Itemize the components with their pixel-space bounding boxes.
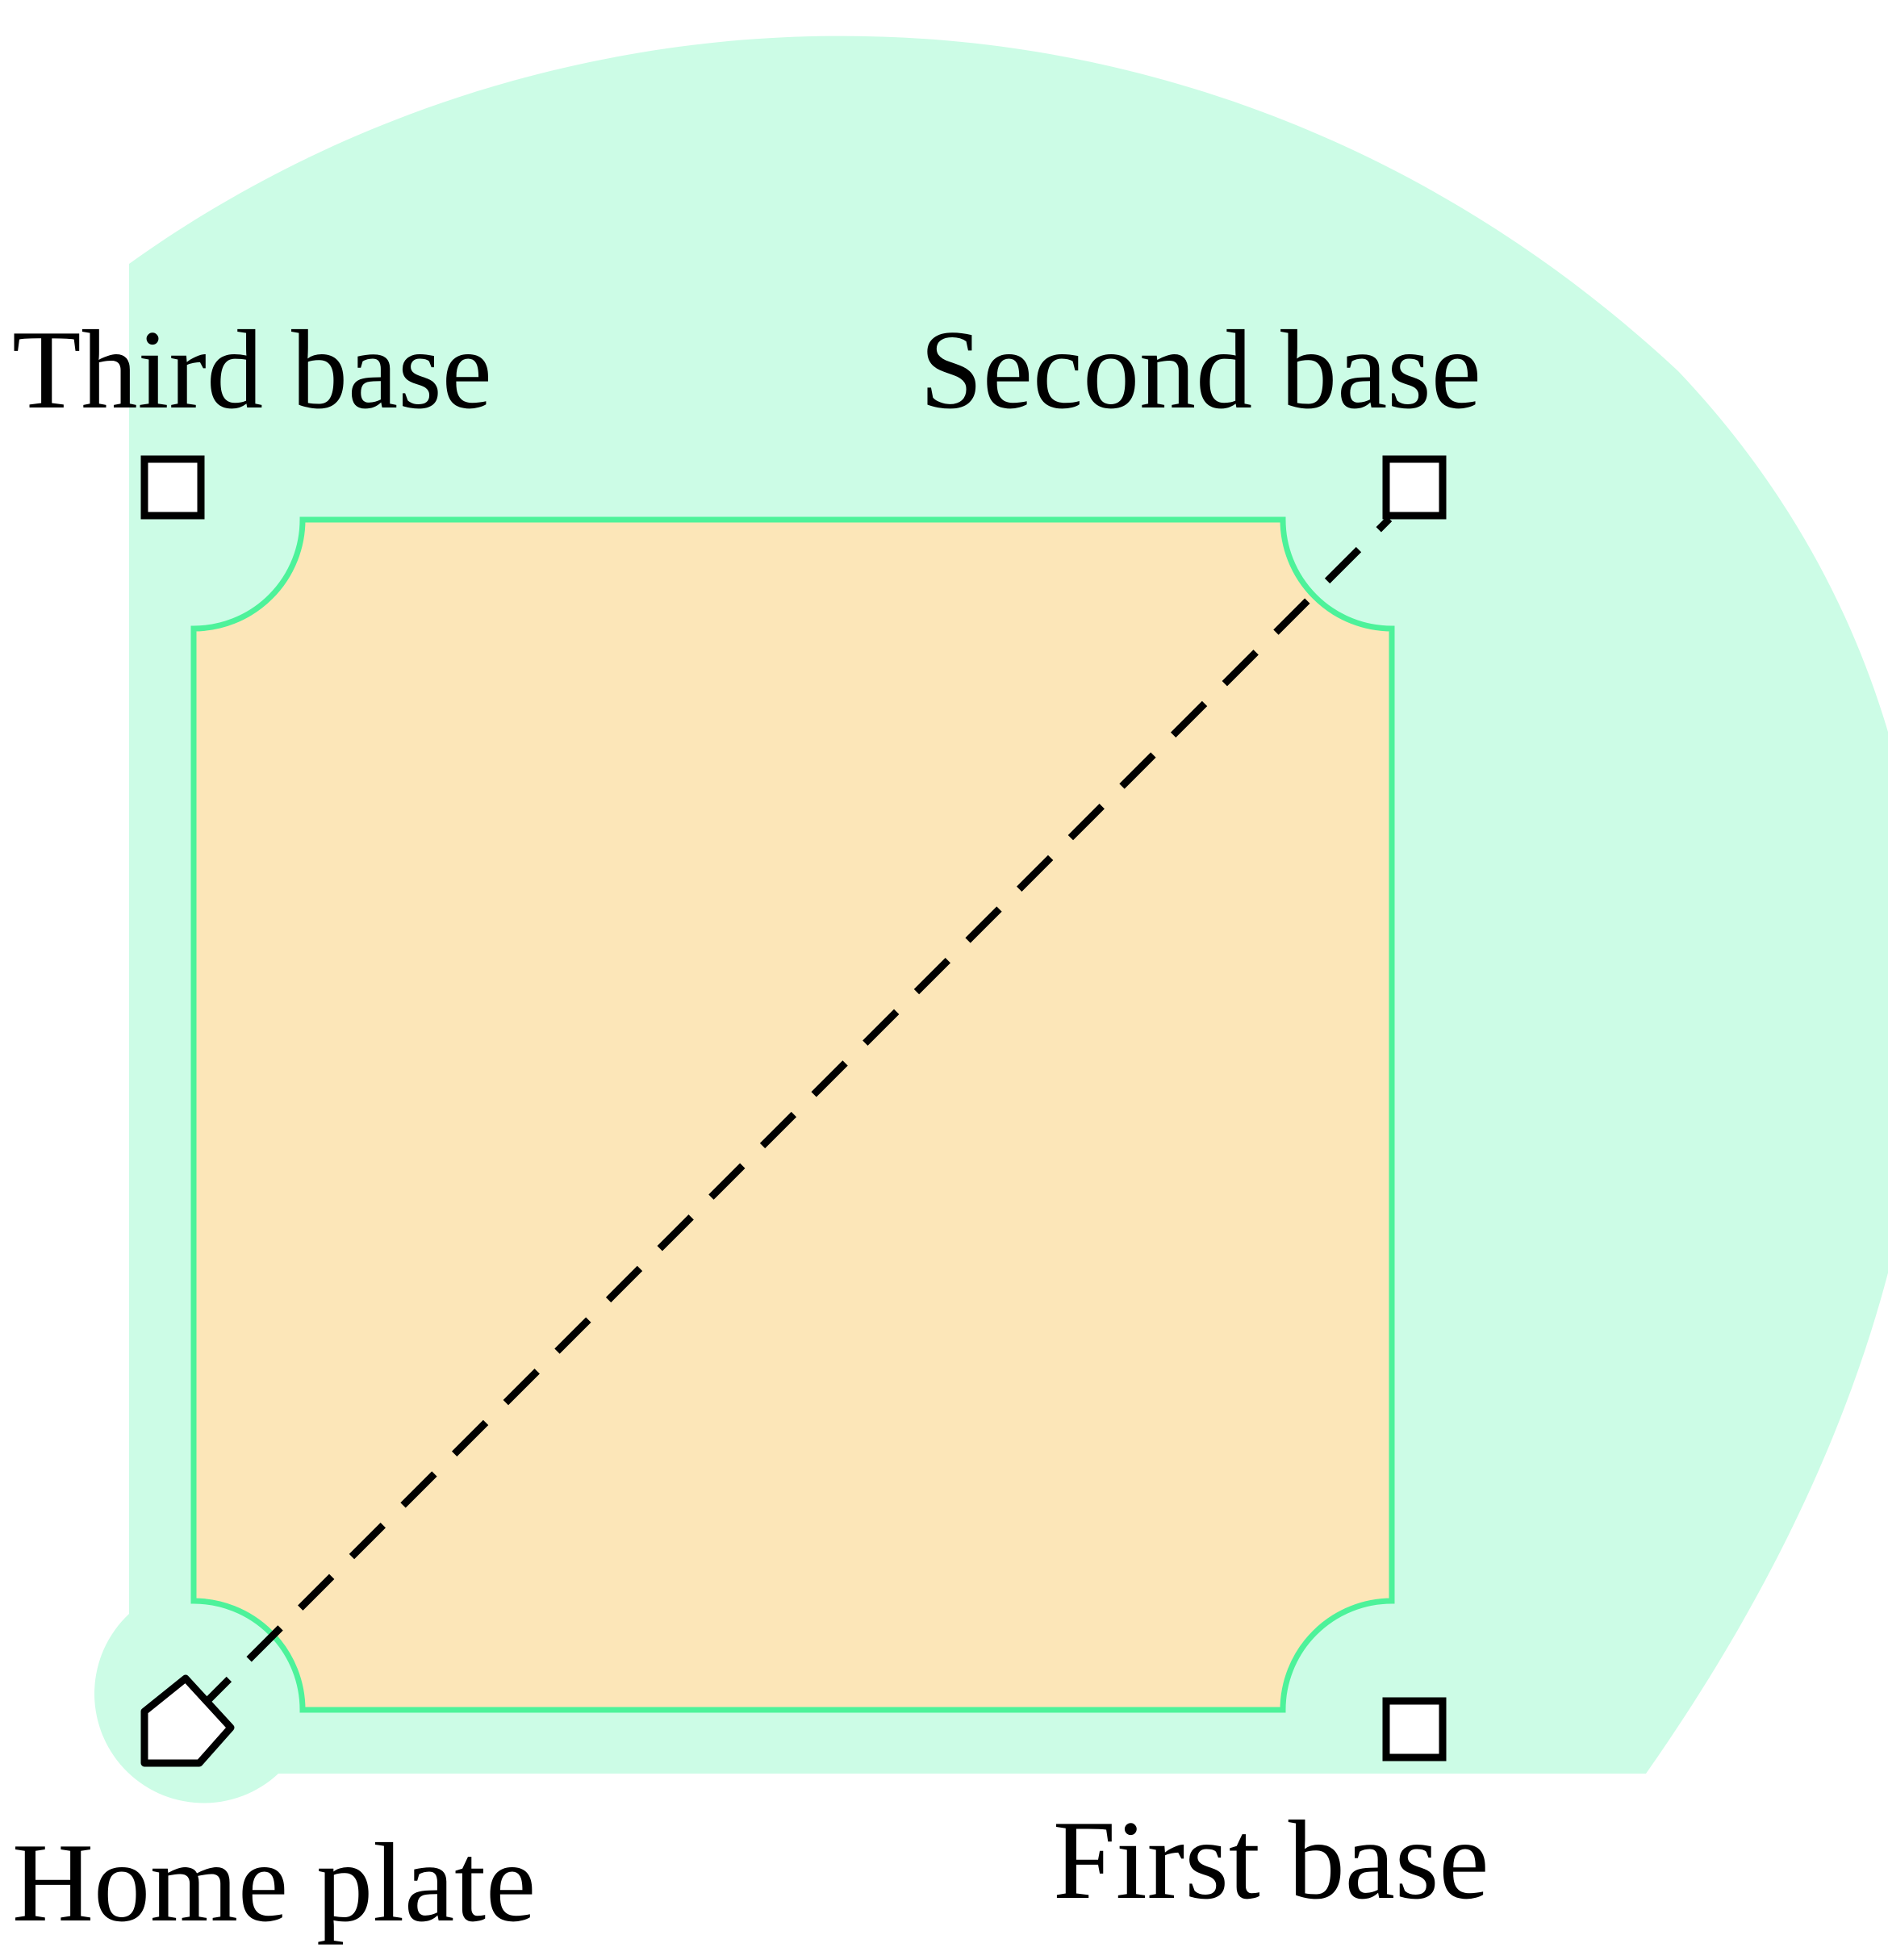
third-base-icon	[140, 455, 205, 520]
third-base-label: Third base	[12, 307, 492, 433]
home-plate-icon	[140, 1674, 235, 1767]
second-base-icon	[1382, 455, 1447, 520]
first-base-label: First base	[1053, 1798, 1489, 1923]
first-base-icon	[1382, 1697, 1447, 1761]
home-plate-label: Home plate	[12, 1820, 536, 1945]
second-base-label: Second base	[920, 307, 1481, 433]
home-to-second-dashed-line	[194, 516, 1393, 1714]
